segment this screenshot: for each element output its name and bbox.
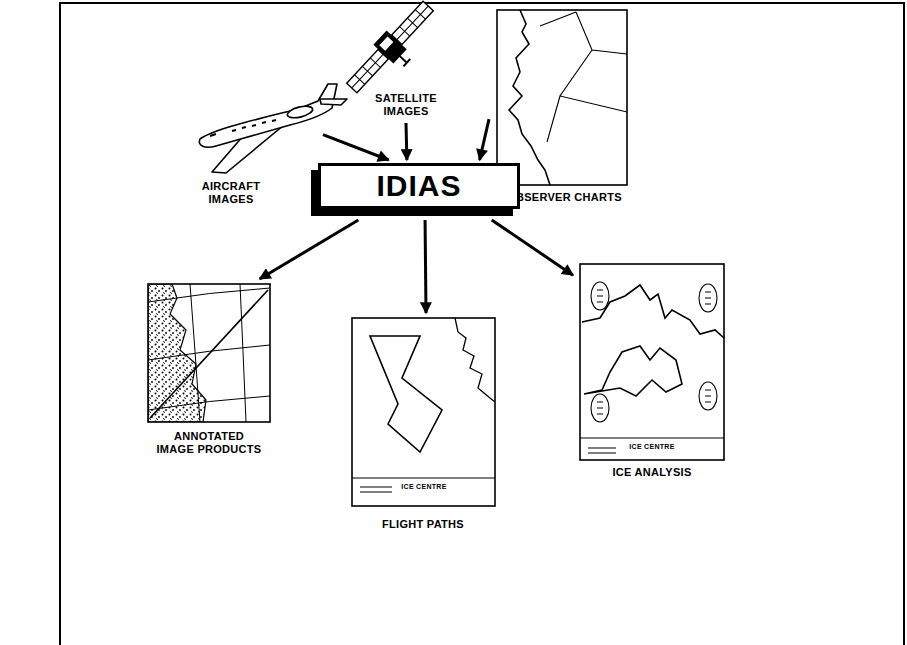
processing-box: IDIAS — [318, 163, 520, 209]
chart-credit: ICE CENTRE — [394, 483, 454, 491]
flow-arrow — [260, 220, 359, 279]
satellite-source: SATELLITE IMAGES — [368, 92, 444, 120]
flight-paths-picture — [352, 318, 495, 506]
observer-chart-picture — [497, 10, 627, 185]
product-panel: ANNOTATED IMAGE PRODUCTS — [140, 282, 276, 466]
box-label: IDIAS — [321, 166, 517, 206]
ice-analysis-picture — [580, 264, 724, 460]
caption-label: AIRCRAFT IMAGES — [198, 180, 264, 206]
flow-arrow — [405, 123, 409, 160]
flow-arrow — [424, 220, 428, 313]
product-panel: FLIGHT PATHS ICE CENTRE — [348, 316, 498, 536]
aircraft-picture — [199, 84, 347, 173]
chart-credit: ICE CENTRE — [622, 443, 682, 451]
caption-label: ICE ANALYSIS — [576, 466, 728, 479]
satellite-picture — [342, 0, 445, 104]
caption-label: FLIGHT PATHS — [348, 518, 498, 531]
aircraft-source: AIRCRAFT IMAGES — [196, 95, 320, 208]
flow-arrow — [323, 135, 389, 160]
outer-frame — [60, 3, 904, 645]
flow-arrow — [492, 220, 573, 275]
annotated-image-picture — [148, 284, 270, 422]
flow-arrow — [480, 119, 489, 160]
caption-label: SATELLITE IMAGES — [368, 92, 444, 118]
product-panel: ICE ANALYSIS ICE CENTRE — [576, 262, 728, 482]
caption-label: ANNOTATED IMAGE PRODUCTS — [156, 430, 262, 456]
